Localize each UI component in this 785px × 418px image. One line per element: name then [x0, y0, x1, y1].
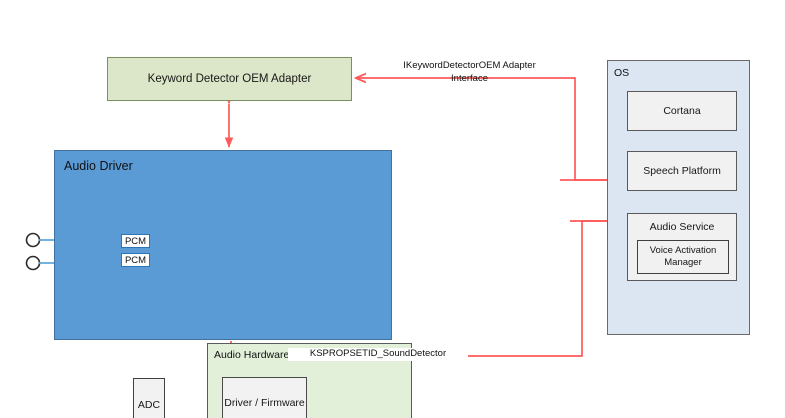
speech-platform-box[interactable]: Speech Platform	[627, 151, 737, 191]
os-box[interactable]: OS Cortana Speech Platform Audio Service…	[607, 60, 750, 335]
voice-activation-manager-label: Voice Activation Manager	[649, 245, 717, 268]
pcm-label-2: PCM	[121, 253, 150, 267]
pcm-text-2: PCM	[124, 254, 147, 266]
driver-firmware-label: Driver / Firmware	[224, 396, 305, 409]
adc-box[interactable]: ADC	[133, 378, 165, 418]
cortana-label: Cortana	[663, 105, 701, 117]
audio-hardware-label: Audio Hardware	[214, 349, 290, 361]
voice-activation-manager-box[interactable]: Voice Activation Manager	[637, 240, 729, 274]
ikeyword-detector-interface-label: IKeywordDetectorOEM Adapter Interface	[403, 60, 536, 84]
os-label: OS	[614, 67, 630, 79]
kspropsetid-sounddetector-label: KSPROPSETID_SoundDetector	[288, 348, 468, 361]
pcm-text-1: PCM	[124, 235, 147, 247]
adc-label: ADC	[137, 399, 161, 411]
speech-platform-label: Speech Platform	[643, 165, 721, 177]
ikeyword-detector-interface-line	[356, 78, 611, 181]
keyword-detector-oem-adapter-box[interactable]: Keyword Detector OEM Adapter	[107, 57, 352, 101]
audio-driver-box[interactable]: Audio Driver Audio Hardware Driver / Fir…	[54, 150, 412, 418]
audio-service-box[interactable]: Audio Service Voice Activation Manager	[627, 213, 737, 281]
audio-service-label: Audio Service	[649, 221, 715, 233]
pcm-label-1: PCM	[121, 234, 150, 248]
driver-firmware-box[interactable]: Driver / Firmware	[222, 377, 307, 418]
cortana-box[interactable]: Cortana	[627, 91, 737, 131]
audio-driver-label: Audio Driver	[64, 159, 133, 173]
keyword-detector-oem-adapter-label: Keyword Detector OEM Adapter	[147, 73, 312, 85]
